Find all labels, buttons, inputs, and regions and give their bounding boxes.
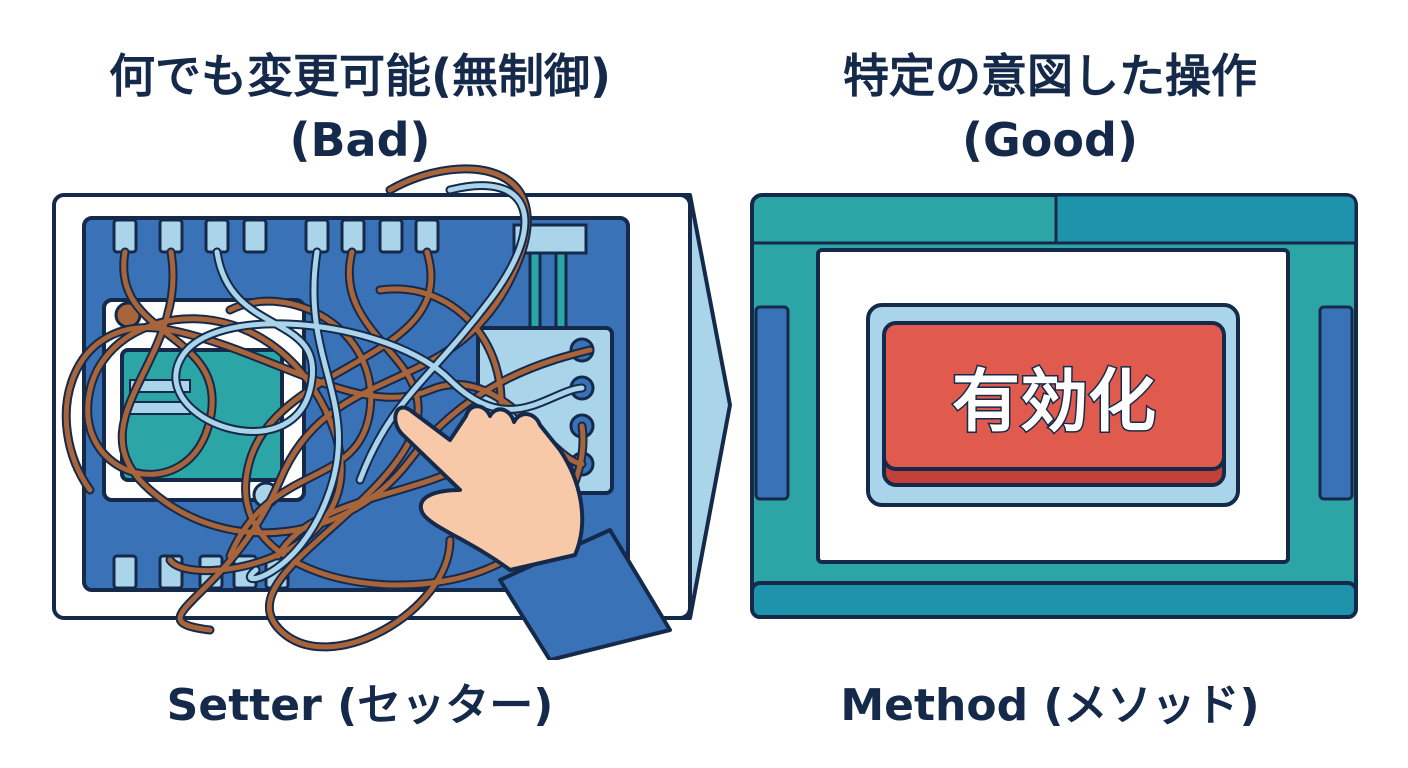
activate-button-label: 有効化 <box>952 363 1156 442</box>
good-heading-title: 特定の意図した操作 <box>843 49 1257 103</box>
setter-caption: Setter (セッター) <box>166 680 554 731</box>
good-heading-tag: (Good) <box>962 113 1138 167</box>
method-caption: Method (メソッド) <box>840 680 1260 731</box>
top-connectors <box>112 218 440 254</box>
tangled-wires-icon <box>52 164 732 660</box>
bad-heading: 何でも変更可能(無制御) (Bad) <box>40 44 680 172</box>
bad-heading-title: 何でも変更可能(無制御) <box>108 49 612 103</box>
clean-control-device: 有効化 <box>750 193 1358 619</box>
bad-heading-tag: (Bad) <box>289 113 431 167</box>
good-heading: 特定の意図した操作 (Good) <box>730 44 1370 172</box>
activate-button-icon[interactable] <box>882 321 1226 471</box>
hand-icon <box>393 404 672 660</box>
